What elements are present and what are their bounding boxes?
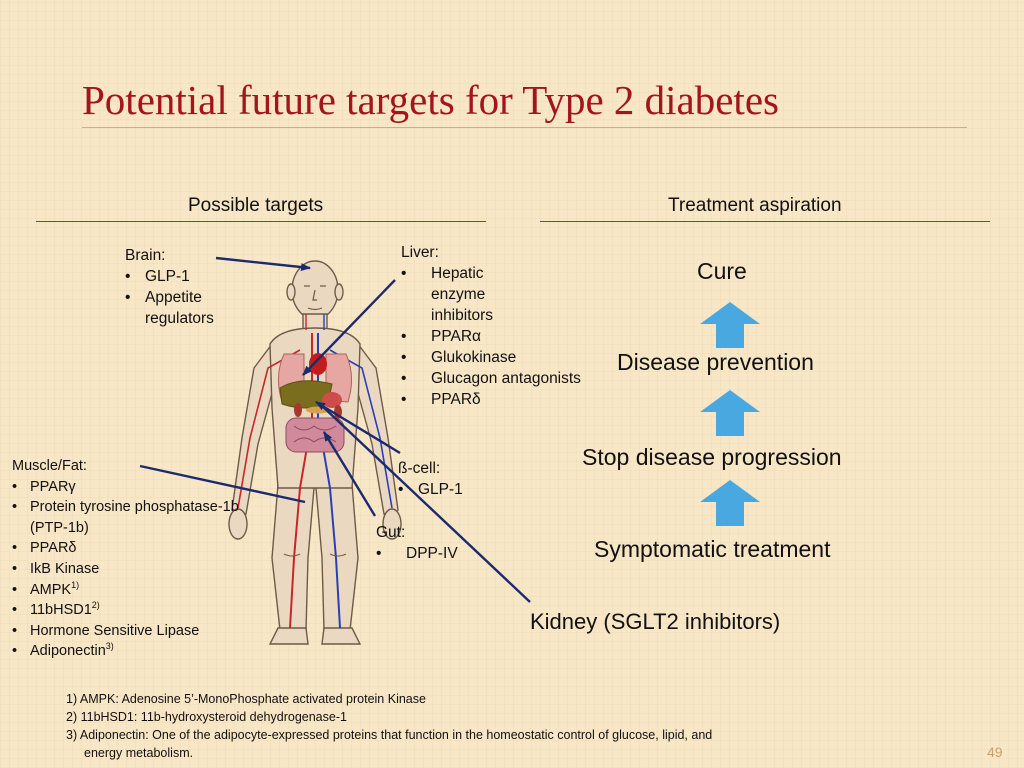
treatment-aspiration-rule bbox=[540, 221, 990, 222]
stage-symptomatic-treatment: Symptomatic treatment bbox=[594, 536, 831, 562]
liver-item: PPARα bbox=[401, 326, 581, 347]
beta-cell-label: ß-cell: bbox=[398, 460, 441, 477]
title-divider bbox=[82, 127, 967, 128]
liver-item: Hepatic bbox=[401, 263, 581, 284]
liver-item: PPARδ bbox=[401, 389, 581, 410]
liver-item: Glukokinase bbox=[401, 347, 581, 368]
beta-cell-item: GLP-1 bbox=[398, 479, 463, 500]
muscle-fat-item: 11bHSD12) bbox=[12, 600, 239, 621]
liver-item-continuation: enzyme bbox=[431, 286, 486, 303]
footnotes: 1) AMPK: Adenosine 5’-MonoPhosphate acti… bbox=[66, 690, 712, 762]
muscle-fat-item: Protein tyrosine phosphatase-1b bbox=[12, 497, 239, 518]
brain-pointer-line bbox=[215, 256, 311, 272]
muscle-fat-item-text: 11bHSD1 bbox=[30, 602, 92, 619]
liver-pointer-line bbox=[302, 279, 396, 376]
footnote-ref: 1) bbox=[71, 579, 80, 590]
kidney-target: Kidney (SGLT2 inhibitors) bbox=[530, 609, 781, 634]
page-number: 49 bbox=[987, 744, 1003, 760]
gut-item: DPP-IV bbox=[376, 543, 458, 564]
muscle-fat-item-text: AMPK bbox=[30, 581, 72, 598]
muscle-fat-item: PPARδ bbox=[12, 538, 239, 559]
up-arrow-icon bbox=[700, 480, 760, 526]
liver-item: Glucagon antagonists bbox=[401, 368, 581, 389]
kidney-pointer-line bbox=[319, 403, 531, 603]
up-arrow-icon bbox=[700, 302, 760, 348]
brain-targets: Brain: GLP-1 Appetite regulators bbox=[125, 245, 214, 329]
footnote-3-continuation: energy metabolism. bbox=[84, 746, 194, 760]
brain-item-continuation: regulators bbox=[145, 310, 214, 327]
brain-label: Brain: bbox=[125, 247, 166, 264]
muscle-fat-item: Adiponectin3) bbox=[12, 641, 239, 662]
footnote-3: 3) Adiponectin: One of the adipocyte-exp… bbox=[66, 728, 713, 742]
muscle-fat-targets: Muscle/Fat: PPARγ Protein tyrosine phosp… bbox=[12, 456, 239, 662]
human-body-illustration bbox=[228, 260, 402, 645]
muscle-fat-item-continuation: (PTP-1b) bbox=[30, 519, 89, 536]
gut-pointer-line bbox=[322, 431, 377, 517]
footnote-1: 1) AMPK: Adenosine 5’-MonoPhosphate acti… bbox=[66, 692, 426, 706]
gut-targets: Gut: DPP-IV bbox=[376, 522, 458, 564]
beta-cell-pointer-line bbox=[315, 400, 401, 455]
footnote-2: 2) 11bHSD1: 11b-hydroxysteroid dehydroge… bbox=[66, 710, 347, 724]
brain-item: GLP-1 bbox=[125, 266, 214, 287]
possible-targets-header: Possible targets bbox=[188, 195, 324, 216]
liver-item-continuation: inhibitors bbox=[431, 307, 494, 324]
muscle-fat-item: AMPK1) bbox=[12, 580, 239, 601]
muscle-fat-item: IkB Kinase bbox=[12, 559, 239, 580]
muscle-fat-label: Muscle/Fat: bbox=[12, 458, 87, 474]
liver-label: Liver: bbox=[401, 244, 439, 261]
footnote-ref: 3) bbox=[105, 641, 114, 652]
brain-item: Appetite bbox=[125, 287, 214, 308]
muscle-fat-item-text: Adiponectin bbox=[30, 643, 106, 660]
gut-label: Gut: bbox=[376, 524, 406, 541]
muscle-fat-item: PPARγ bbox=[12, 477, 239, 498]
up-arrow-icon bbox=[700, 390, 760, 436]
slide-title: Potential future targets for Type 2 diab… bbox=[82, 77, 779, 123]
liver-targets: Liver: Hepatic enzyme inhibitors PPARα G… bbox=[401, 242, 581, 410]
beta-cell-targets: ß-cell: GLP-1 bbox=[398, 458, 463, 500]
stage-stop-disease-progression: Stop disease progression bbox=[582, 444, 842, 470]
treatment-aspiration-header: Treatment aspiration bbox=[668, 195, 842, 216]
stage-disease-prevention: Disease prevention bbox=[617, 349, 814, 375]
stage-cure: Cure bbox=[697, 258, 747, 284]
muscle-fat-item: Hormone Sensitive Lipase bbox=[12, 621, 239, 642]
possible-targets-rule bbox=[36, 221, 486, 222]
footnote-ref: 2) bbox=[91, 600, 100, 611]
